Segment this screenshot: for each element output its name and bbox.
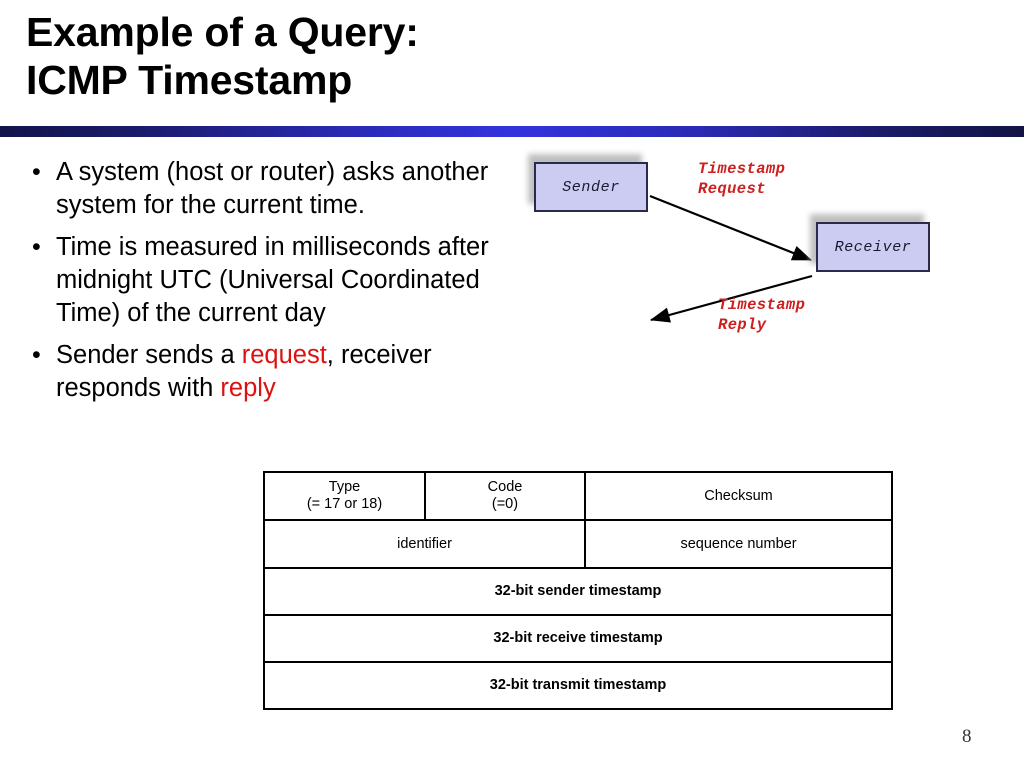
list-item: • Time is measured in milliseconds after… [24,231,516,330]
message-flow-diagram: Sender Receiver Timestamp Request Timest… [520,148,990,358]
cell-identifier: identifier [263,519,586,569]
diagram-arrows [649,194,813,323]
list-item-text: A system (host or router) asks another s… [56,156,516,222]
cell-sender-timestamp: 32-bit sender timestamp [263,567,893,616]
bullet-marker-icon: • [32,233,41,261]
reply-arrow [649,274,813,323]
list-item-text: Sender sends a request, receiver respond… [56,339,516,405]
table-row: identifier sequence number [263,519,893,569]
bullet-marker-icon: • [32,341,41,369]
cell-sequence-number: sequence number [584,519,893,569]
cell-code: Code (=0) [424,471,586,521]
text-segment: Sender sends a [56,341,242,369]
page-number: 8 [962,726,972,747]
cell-receive-timestamp: 32-bit receive timestamp [263,614,893,663]
cell-type: Type (= 17 or 18) [263,471,426,521]
cell-transmit-timestamp: 32-bit transmit timestamp [263,661,893,710]
request-flow-label: Timestamp Request [698,160,786,198]
receiver-node: Receiver [816,222,930,272]
highlighted-term-reply: reply [220,374,276,402]
request-arrow [649,194,813,262]
list-item: • A system (host or router) asks another… [24,156,516,222]
cell-checksum: Checksum [584,471,893,521]
sender-node: Sender [534,162,648,212]
list-item: • Sender sends a request, receiver respo… [24,339,516,405]
table-row: 32-bit transmit timestamp [263,661,893,710]
bullet-list: • A system (host or router) asks another… [24,156,516,414]
table-row: 32-bit sender timestamp [263,567,893,616]
table-row: Type (= 17 or 18) Code (=0) Checksum [263,471,893,521]
text-segment: Time is measured in milliseconds after m… [56,233,489,327]
bullet-marker-icon: • [32,158,41,186]
table-row: 32-bit receive timestamp [263,614,893,663]
page-title: Example of a Query: ICMP Timestamp [26,9,419,104]
list-item-text: Time is measured in milliseconds after m… [56,231,516,330]
text-segment: A system (host or router) asks another s… [56,158,489,219]
title-divider [0,126,1024,137]
highlighted-term-request: request [241,341,327,369]
packet-format-table: Type (= 17 or 18) Code (=0) Checksum ide… [263,471,893,710]
reply-flow-label: Timestamp Reply [718,296,806,334]
text-segment: , receiver responds with [56,341,432,402]
